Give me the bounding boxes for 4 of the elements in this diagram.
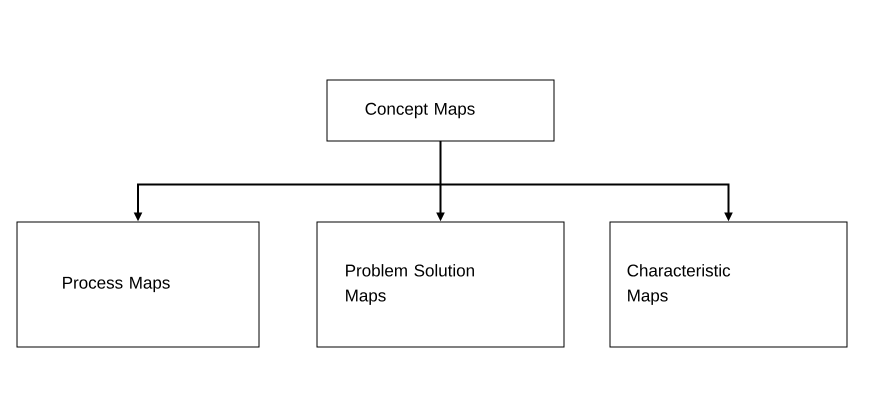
concept-box: Concept Maps <box>326 80 554 142</box>
concept-box: Process Maps <box>16 221 260 348</box>
concept-box: Characteristic Maps <box>610 221 848 348</box>
concept-box: Problem Solution Maps <box>316 221 564 348</box>
